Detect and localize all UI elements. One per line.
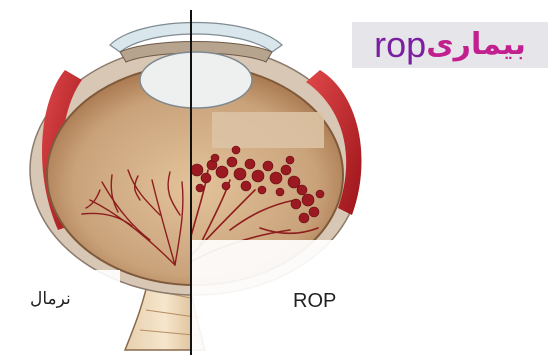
label-normal: نرمال: [30, 289, 71, 309]
title-persian: بیماری: [426, 22, 526, 68]
label-rop: ROP: [293, 290, 336, 313]
title-banner: rop بیماری: [352, 22, 548, 68]
title-latin: rop: [374, 22, 426, 68]
lens: [140, 52, 252, 108]
